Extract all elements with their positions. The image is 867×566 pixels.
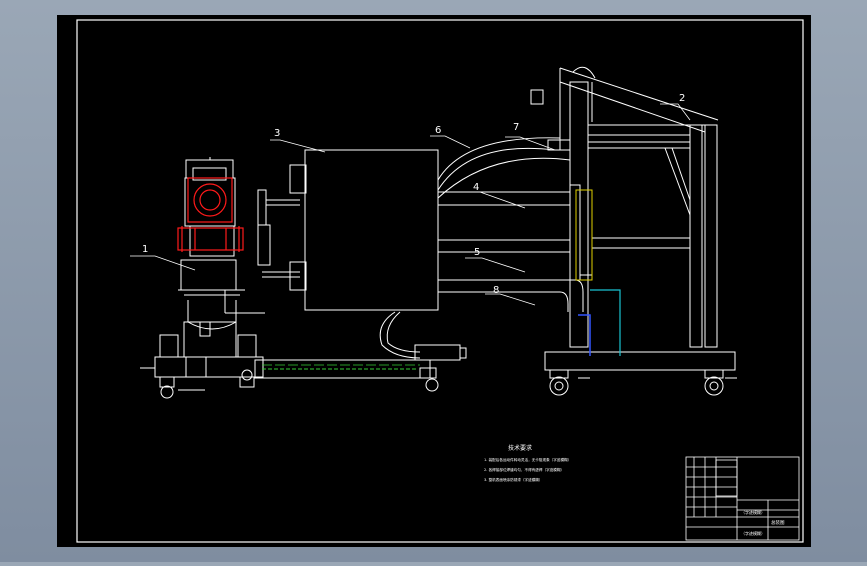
assembly-linework: [140, 66, 737, 399]
title-drawing-number: （字迹模糊）: [741, 530, 765, 536]
frame-base: [544, 351, 736, 371]
motor-highlight: [177, 177, 244, 252]
part-label-2: 2: [679, 93, 685, 104]
part-label-8: 8: [493, 285, 499, 296]
leader-lines: [130, 103, 691, 306]
cyan-conduit: [590, 289, 621, 356]
part-label-3: 3: [274, 128, 280, 139]
part-labels: 1 2 3 4 5 6 7 8: [142, 93, 685, 296]
part-label-4: 4: [473, 182, 479, 193]
yellow-plate: [575, 189, 593, 281]
title-block-text: （字迹模糊） 总装图 （字迹模糊）: [741, 509, 785, 536]
main-tank: [304, 149, 439, 311]
note-item-3: 3. 整机表面喷涂防锈漆（字迹模糊）: [484, 477, 542, 482]
blue-conduit: [578, 314, 591, 356]
note-item-1: 1. 装配后各运动件转动灵活，无卡阻现象（字迹模糊）: [484, 457, 571, 462]
notes-title: 技术要求: [508, 444, 532, 452]
part-label-5: 5: [474, 247, 480, 258]
rail: [254, 359, 431, 379]
technical-notes: 技术要求 1. 装配后各运动件转动灵活，无卡阻现象（字迹模糊） 2. 各焊接部位…: [484, 444, 571, 482]
title-block: [685, 456, 800, 541]
part-label-7: 7: [513, 122, 519, 133]
title-company-text: （字迹模糊）: [741, 509, 765, 515]
part-label-6: 6: [435, 125, 441, 136]
part-label-1: 1: [142, 244, 148, 255]
drawing-sheet: [57, 15, 811, 547]
drawing-border: [76, 19, 804, 543]
base-frame: [154, 356, 264, 378]
title-drawing-name: 总装图: [771, 519, 785, 526]
note-item-2: 2. 各焊接部位焊缝均匀，不得有虚焊（字迹模糊）: [484, 467, 564, 472]
